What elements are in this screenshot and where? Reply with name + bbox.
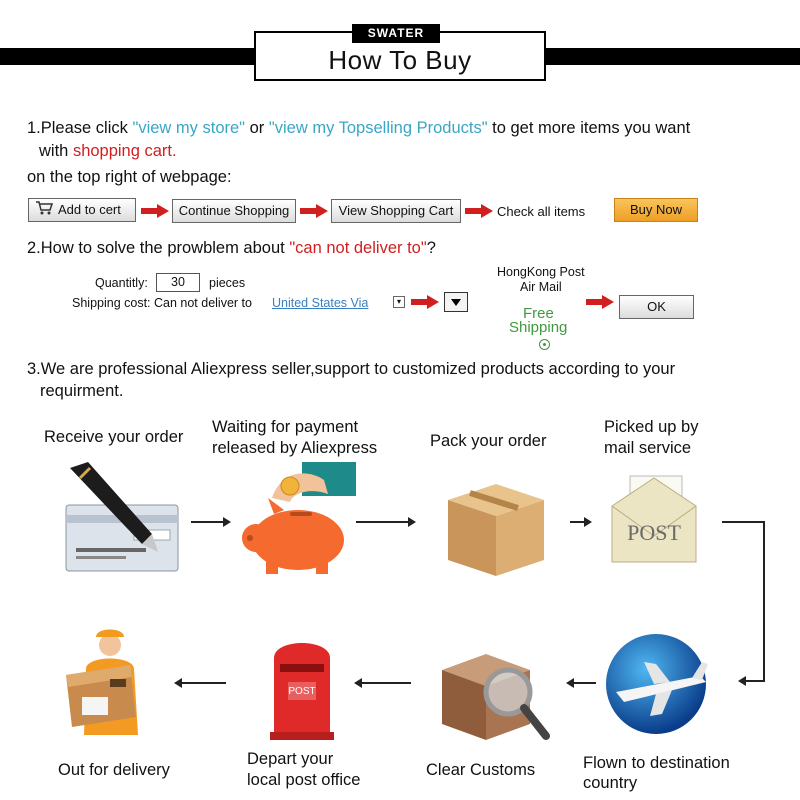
view-shopping-cart-button[interactable]: View Shopping Cart bbox=[331, 199, 461, 223]
step3-line2: requirment. bbox=[40, 382, 124, 400]
free-line1: Free bbox=[523, 305, 554, 322]
shipping-label: Shipping cost: Can not deliver to bbox=[72, 296, 252, 310]
step1-or: or bbox=[245, 119, 269, 137]
step1-prefix: 1.Please click bbox=[27, 119, 133, 137]
connector-vertical bbox=[763, 521, 765, 681]
quantity-unit: pieces bbox=[209, 276, 246, 290]
can-not-deliver-text: "can not deliver to" bbox=[289, 239, 427, 257]
step1-suffix: to get more items you want bbox=[487, 119, 691, 137]
view-my-store-link[interactable]: "view my store" bbox=[132, 119, 246, 137]
dropdown-small-icon[interactable]: ▾ bbox=[393, 296, 405, 308]
connector-top bbox=[722, 521, 765, 523]
shipping-method-link[interactable]: United States Via bbox=[272, 296, 369, 310]
flow-arrow-3 bbox=[570, 517, 592, 527]
view-topselling-link[interactable]: "view my Topselling Products" bbox=[268, 119, 488, 137]
check-all-items-text: Check all items bbox=[497, 204, 586, 219]
header-bar-right bbox=[544, 48, 800, 65]
depart-label-2: local post office bbox=[247, 771, 361, 789]
flown-label-2: country bbox=[583, 774, 638, 792]
page-title: How To Buy bbox=[328, 45, 472, 75]
carrier-line2: Air Mail bbox=[520, 280, 562, 294]
flow-arrow-7 bbox=[174, 678, 226, 688]
step1-line2: with shopping cart. bbox=[39, 141, 177, 162]
arrow-right-icon bbox=[411, 295, 439, 309]
shopping-cart-text: shopping cart. bbox=[72, 142, 177, 160]
post-envelope-icon: POST bbox=[611, 475, 697, 563]
arrow-right-icon bbox=[465, 204, 493, 218]
header-bar-left bbox=[0, 48, 258, 65]
step1-line3: on the top right of webpage: bbox=[27, 168, 232, 186]
step2-heading: 2.How to solve the prowblem about "can n… bbox=[27, 238, 436, 259]
flow-arrow-1 bbox=[191, 517, 231, 527]
pack-order-label: Pack your order bbox=[430, 432, 547, 450]
picked-up-label-1: Picked up by bbox=[604, 418, 699, 436]
piggy-bank-icon bbox=[242, 462, 356, 574]
mailbox-icon: POST bbox=[270, 643, 334, 740]
step1-line1: 1.Please click "view my store" or "view … bbox=[27, 118, 690, 139]
shipping-radio[interactable] bbox=[539, 339, 550, 350]
airplane-globe-icon bbox=[606, 634, 708, 734]
flow-arrow-5 bbox=[566, 678, 596, 688]
add-to-cart-button[interactable]: Add to cert bbox=[28, 198, 136, 222]
depart-label-1: Depart your bbox=[247, 750, 334, 768]
waiting-payment-label-2: released by Aliexpress bbox=[212, 439, 378, 457]
svg-text:POST: POST bbox=[288, 686, 315, 697]
package-box-icon bbox=[448, 484, 544, 576]
flow-arrow-2 bbox=[356, 517, 416, 527]
svg-text:POST: POST bbox=[627, 520, 681, 545]
continue-shopping-button[interactable]: Continue Shopping bbox=[172, 199, 296, 223]
buy-now-button[interactable]: Buy Now bbox=[614, 198, 698, 222]
arrow-right-icon bbox=[300, 204, 328, 218]
flow-arrow-4 bbox=[738, 676, 765, 686]
delivery-man-icon bbox=[66, 629, 138, 735]
quantity-input[interactable]: 30 bbox=[156, 273, 200, 292]
mailbox-text: POST bbox=[288, 686, 315, 697]
ok-button[interactable]: OK bbox=[619, 295, 694, 319]
flown-label-1: Flown to destination bbox=[583, 754, 730, 772]
step2-suffix: ? bbox=[426, 239, 436, 257]
carrier-line1: HongKong Post bbox=[497, 265, 585, 279]
quantity-label: Quantitly: bbox=[95, 276, 148, 290]
cart-icon bbox=[35, 200, 54, 222]
arrow-right-icon bbox=[586, 295, 614, 309]
post-envelope-text: POST bbox=[627, 520, 681, 545]
receive-order-label: Receive your order bbox=[44, 428, 184, 446]
waiting-payment-label-1: Waiting for payment bbox=[212, 418, 359, 436]
add-to-cart-label: Add to cert bbox=[58, 202, 121, 217]
clear-customs-label: Clear Customs bbox=[426, 761, 536, 779]
step1-with: with bbox=[39, 142, 73, 160]
out-for-delivery-label: Out for delivery bbox=[58, 761, 170, 779]
dropdown-icon[interactable] bbox=[444, 292, 468, 312]
customs-magnifier-icon bbox=[442, 654, 550, 740]
picked-up-label-2: mail service bbox=[604, 439, 692, 457]
brand-logo: SWATER bbox=[352, 24, 440, 43]
free-line2: Shipping bbox=[509, 319, 568, 336]
flow-arrow-6 bbox=[354, 678, 411, 688]
step3-line1: 3.We are professional Aliexpress seller,… bbox=[27, 360, 676, 378]
step2-prefix: 2.How to solve the prowblem about bbox=[27, 239, 290, 257]
arrow-right-icon bbox=[141, 204, 169, 218]
credit-card-pen-icon bbox=[65, 462, 179, 572]
